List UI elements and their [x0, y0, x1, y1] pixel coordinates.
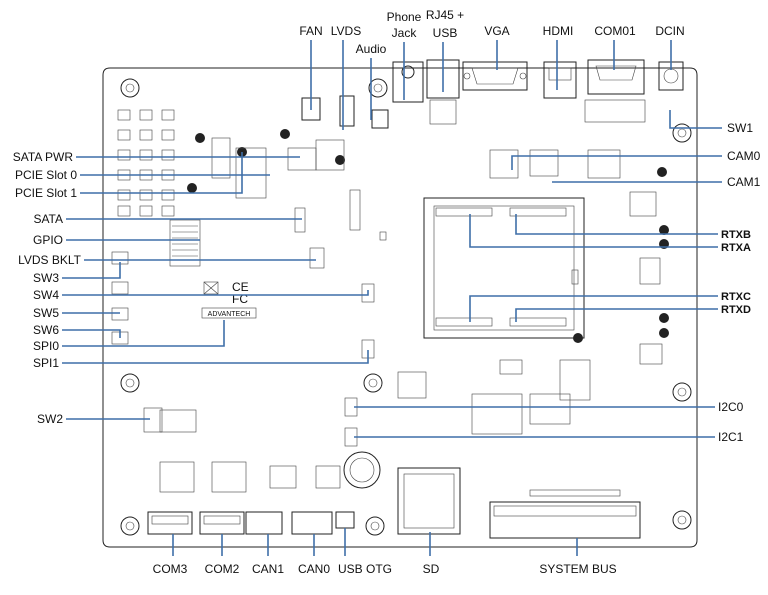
- leader-sw6: [62, 329, 121, 338]
- leader-rtxd: [515, 308, 718, 322]
- leader-sw3: [62, 262, 121, 279]
- label-gpio: GPIO: [33, 233, 63, 247]
- label-sw2: SW2: [37, 412, 63, 426]
- leader-lines: [62, 40, 722, 556]
- pcb-board: [102, 67, 698, 548]
- label-sw3: SW3: [33, 271, 59, 285]
- label-pcie-slot1: PCIE Slot 1: [15, 186, 77, 200]
- label-rj45-line2: USB: [433, 26, 458, 40]
- label-vga: VGA: [484, 24, 509, 38]
- label-i2c0: I2C0: [718, 400, 744, 414]
- label-rj45-line1: RJ45 +: [426, 8, 464, 22]
- label-phone-line1: Phone: [387, 10, 422, 24]
- label-sata: SATA: [33, 212, 63, 226]
- label-com01: COM01: [594, 24, 636, 38]
- labels: FAN LVDS Audio Phone Jack RJ45 + USB VGA…: [13, 8, 761, 576]
- label-com2: COM2: [205, 562, 240, 576]
- label-usb-otg: USB OTG: [338, 562, 392, 576]
- label-cam0: CAM0: [727, 149, 761, 163]
- weee-icon: [203, 281, 219, 295]
- fc-mark: FC: [232, 292, 248, 306]
- leader-rtxc: [469, 295, 718, 322]
- label-sw6: SW6: [33, 323, 59, 337]
- label-lvds: LVDS: [331, 24, 361, 38]
- bottom-connectors: [147, 451, 641, 539]
- regulatory-markings: CE FC ADVANTECH: [201, 280, 257, 319]
- label-spi0: SPI0: [33, 339, 59, 353]
- label-hdmi: HDMI: [543, 24, 574, 38]
- label-com3: COM3: [153, 562, 188, 576]
- label-i2c1: I2C1: [718, 430, 744, 444]
- label-rtxb: RTXB: [721, 229, 751, 241]
- label-sw5: SW5: [33, 306, 59, 320]
- label-dcin: DCIN: [655, 24, 684, 38]
- label-sw4: SW4: [33, 288, 59, 302]
- label-sd: SD: [423, 562, 440, 576]
- label-rtxd: RTXD: [721, 304, 751, 316]
- leader-sw4: [62, 290, 369, 296]
- top-connectors: [301, 59, 684, 129]
- left-components: [111, 109, 387, 433]
- label-phone-line2: Jack: [392, 26, 418, 40]
- label-system-bus: SYSTEM BUS: [539, 562, 616, 576]
- label-audio: Audio: [356, 42, 387, 56]
- leader-rtxb: [515, 214, 718, 235]
- brand-logo: ADVANTECH: [208, 311, 251, 318]
- label-pcie-slot0: PCIE Slot 0: [15, 168, 77, 182]
- label-spi1: SPI1: [33, 356, 59, 370]
- label-can0: CAN0: [298, 562, 330, 576]
- label-sw1: SW1: [727, 121, 753, 135]
- leader-spi0: [62, 320, 225, 347]
- center-module: [344, 149, 669, 447]
- label-rtxa: RTXA: [721, 242, 751, 254]
- leader-spi1: [62, 350, 369, 364]
- label-can1: CAN1: [252, 562, 284, 576]
- label-fan: FAN: [299, 24, 322, 38]
- leader-cam0: [511, 155, 722, 170]
- ce-mark: CE: [232, 280, 249, 294]
- label-rtxc: RTXC: [721, 291, 751, 303]
- label-lvds-bklt: LVDS BKLT: [18, 253, 82, 267]
- leader-sw1: [669, 110, 722, 129]
- label-cam1: CAM1: [727, 175, 761, 189]
- leader-rtxa: [469, 214, 718, 248]
- leader-pcie-slot1: [80, 152, 243, 194]
- label-sata-pwr: SATA PWR: [13, 150, 74, 164]
